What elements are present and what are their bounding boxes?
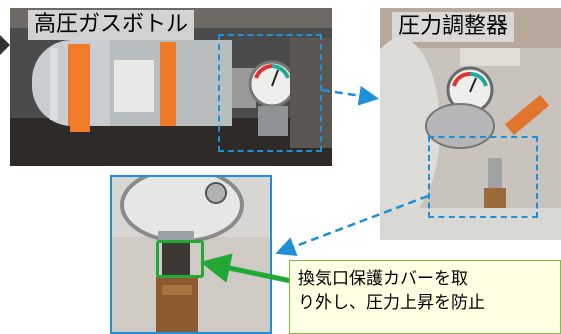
left-arrow-fragment — [0, 35, 10, 55]
vent-closeup-illustration — [112, 177, 270, 332]
bottle-panel-title: 高圧ガスボトル — [28, 10, 195, 40]
vent-highlight-box — [428, 136, 538, 218]
callout-line-1: 換気口保護カバーを取 — [298, 269, 468, 289]
callout-line-2: り外し、圧力上昇を防止 — [298, 293, 485, 313]
vent-closeup-photo — [110, 175, 272, 334]
regulator-photo — [380, 8, 561, 240]
regulator-to-closeup-arrow — [275, 194, 429, 257]
regulator-highlight-box — [218, 34, 322, 152]
vent-callout: 換気口保護カバーを取 り外し、圧力上昇を防止 — [289, 260, 561, 334]
callout-pointer-arrow — [200, 253, 297, 285]
regulator-panel-title: 圧力調整器 — [392, 12, 515, 42]
bottle-to-regulator-arrow — [321, 85, 379, 106]
regulator-photo-illustration — [380, 8, 561, 240]
